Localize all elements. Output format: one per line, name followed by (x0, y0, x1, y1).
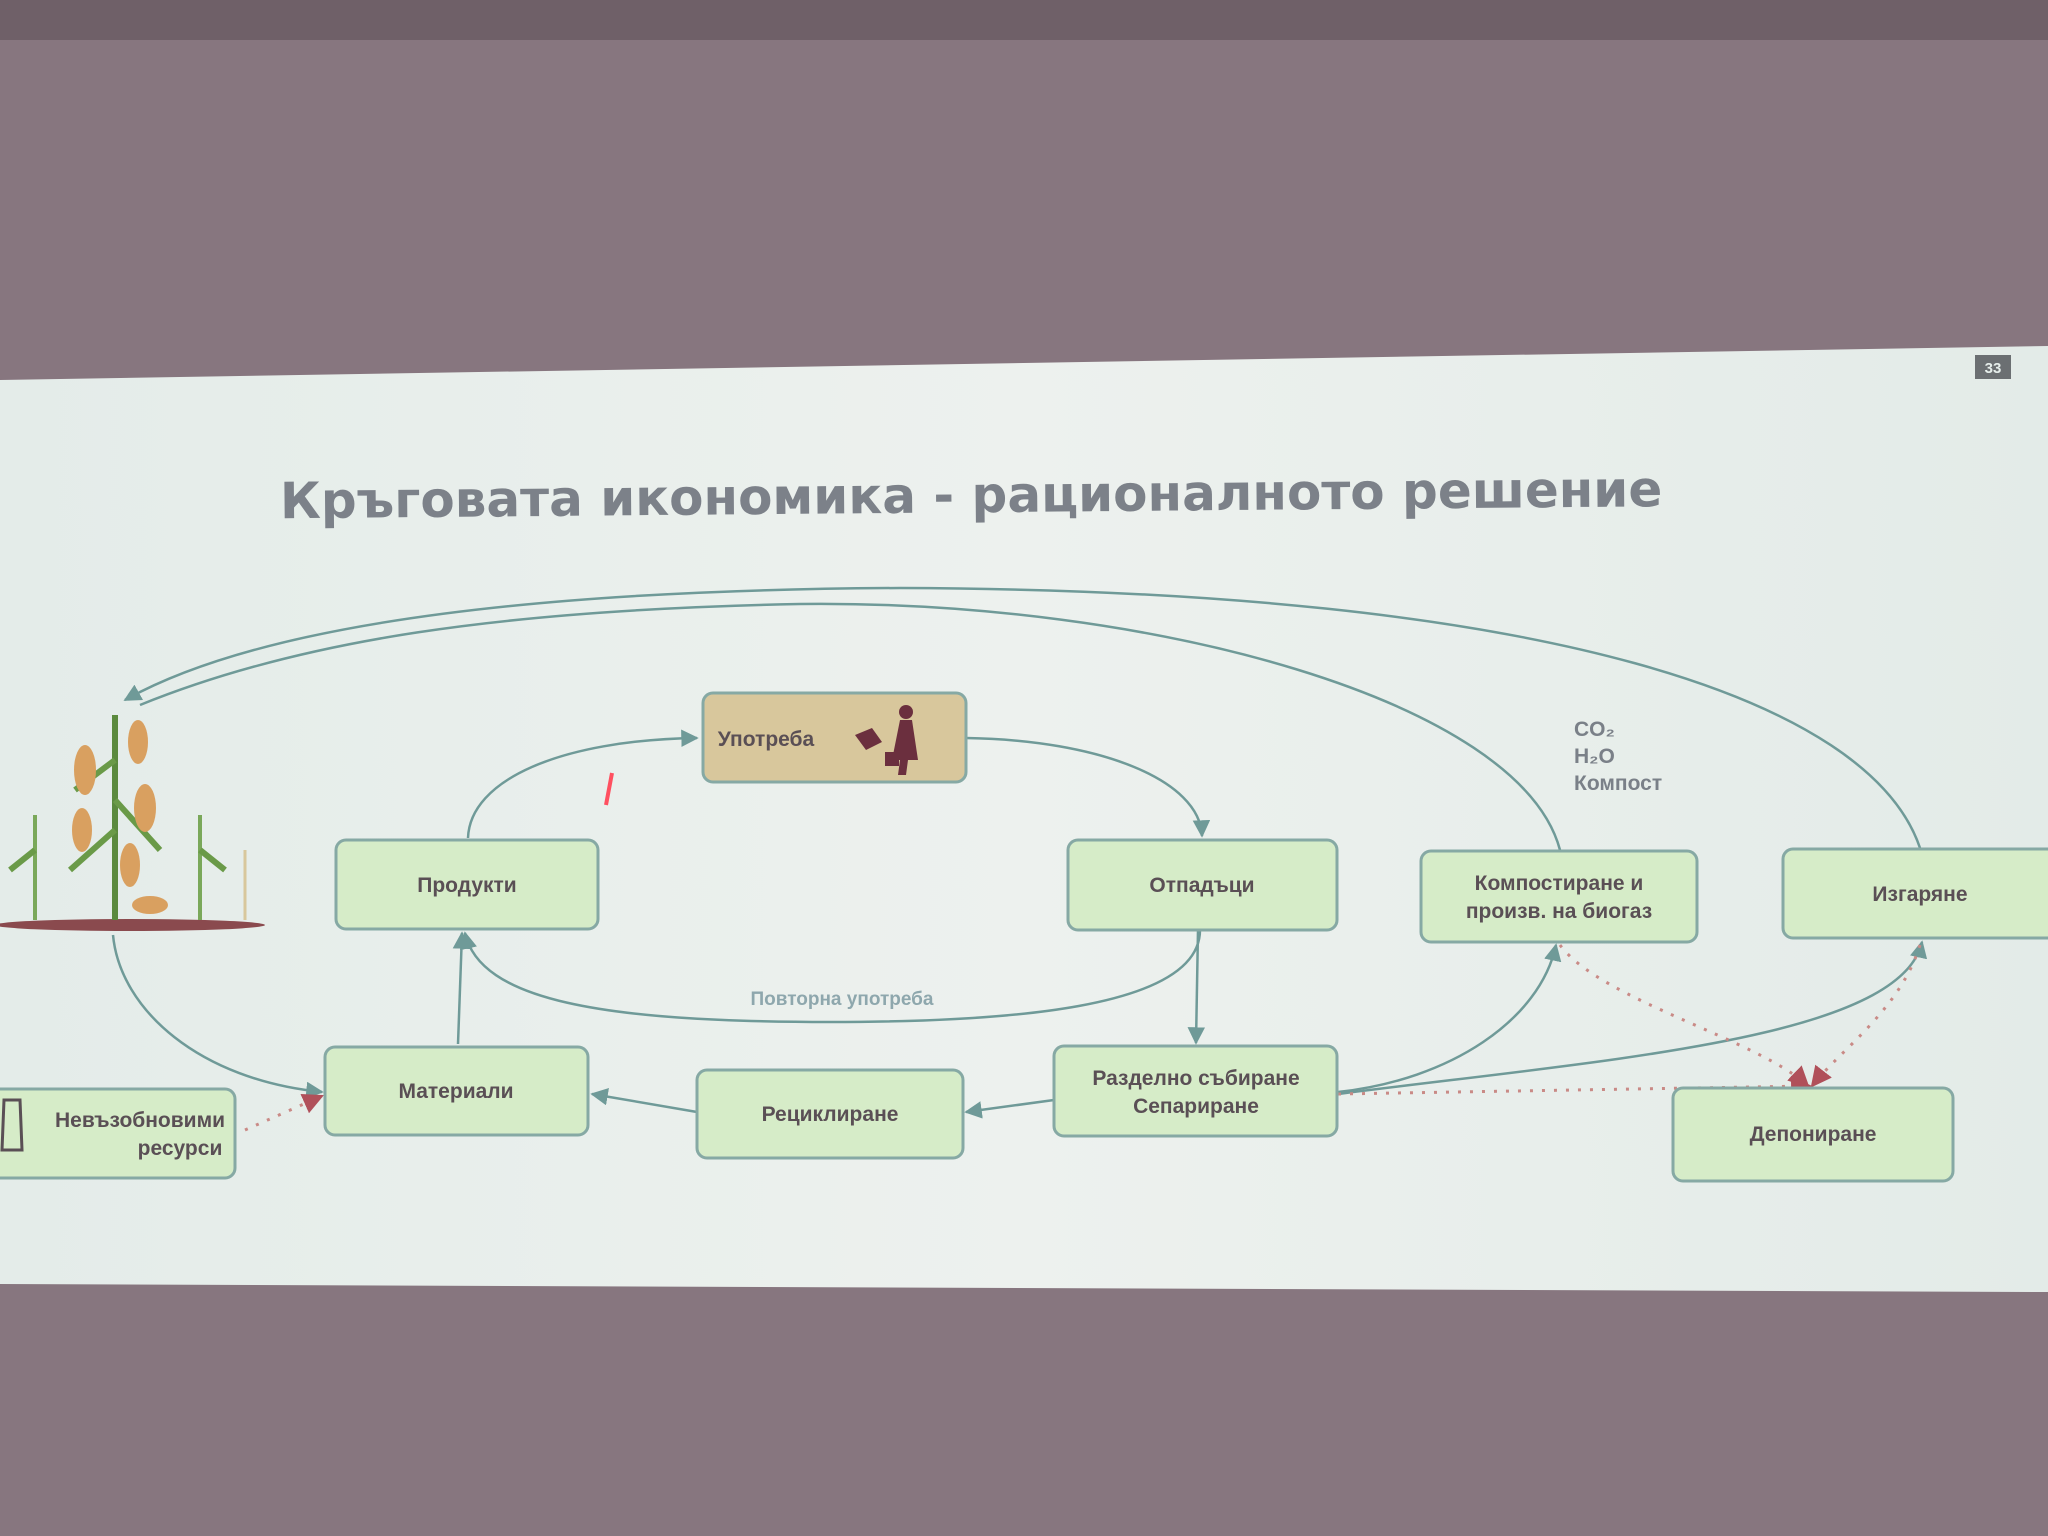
svg-text:Депониране: Депониране (1750, 1123, 1877, 1146)
svg-text:Невъзобновими: Невъзобновими (55, 1109, 225, 1132)
shopper-icon (855, 705, 918, 775)
svg-text:Материали: Материали (398, 1080, 513, 1103)
flow-arrows (111, 586, 1928, 1132)
oil-barrel-icon (0, 1098, 24, 1152)
laser-pointer-dot (604, 772, 614, 806)
page-badge: 33 (1975, 355, 2011, 379)
h2o-label: H₂O (1574, 745, 1615, 768)
node-incineration: Изгаряне (1781, 847, 2048, 940)
node-composting: Компостиране и произв. на биогаз (1419, 849, 1699, 944)
node-separate-collection: Разделно събиране Сепариране (1052, 1044, 1339, 1138)
node-waste: Отпадъци (1066, 838, 1339, 932)
slide-title: Кръговата икономика - рационалното решен… (280, 460, 1663, 530)
svg-text:Отпадъци: Отпадъци (1149, 874, 1254, 897)
screen-top-edge (0, 0, 2048, 40)
node-recycling: Рециклиране (695, 1068, 965, 1160)
svg-text:произв. на биогаз: произв. на биогаз (1466, 900, 1652, 923)
node-landfill: Депониране (1671, 1086, 1955, 1183)
svg-text:ресурси: ресурси (138, 1137, 223, 1160)
svg-text:33: 33 (1985, 360, 2002, 377)
corn-plant-illustration (0, 715, 265, 931)
svg-text:Употреба: Употреба (718, 728, 815, 751)
reuse-label: Повторна употреба (751, 989, 934, 1010)
svg-text:Разделно събиране: Разделно събиране (1092, 1067, 1299, 1090)
node-use: Употреба (701, 691, 968, 784)
svg-text:Изгаряне: Изгаряне (1872, 883, 1967, 906)
node-materials: Материали (323, 1045, 590, 1137)
node-nonrenewable-resources: Невъзобновими ресурси (0, 1087, 237, 1180)
svg-text:Компостиране и: Компостиране и (1475, 872, 1644, 895)
svg-text:Продукти: Продукти (417, 874, 516, 897)
svg-text:Сепариране: Сепариране (1133, 1095, 1259, 1118)
compost-label: Компост (1574, 772, 1662, 795)
svg-text:Рециклиране: Рециклиране (762, 1103, 899, 1126)
co2-label: CO₂ (1574, 718, 1615, 741)
node-products: Продукти (334, 838, 600, 931)
